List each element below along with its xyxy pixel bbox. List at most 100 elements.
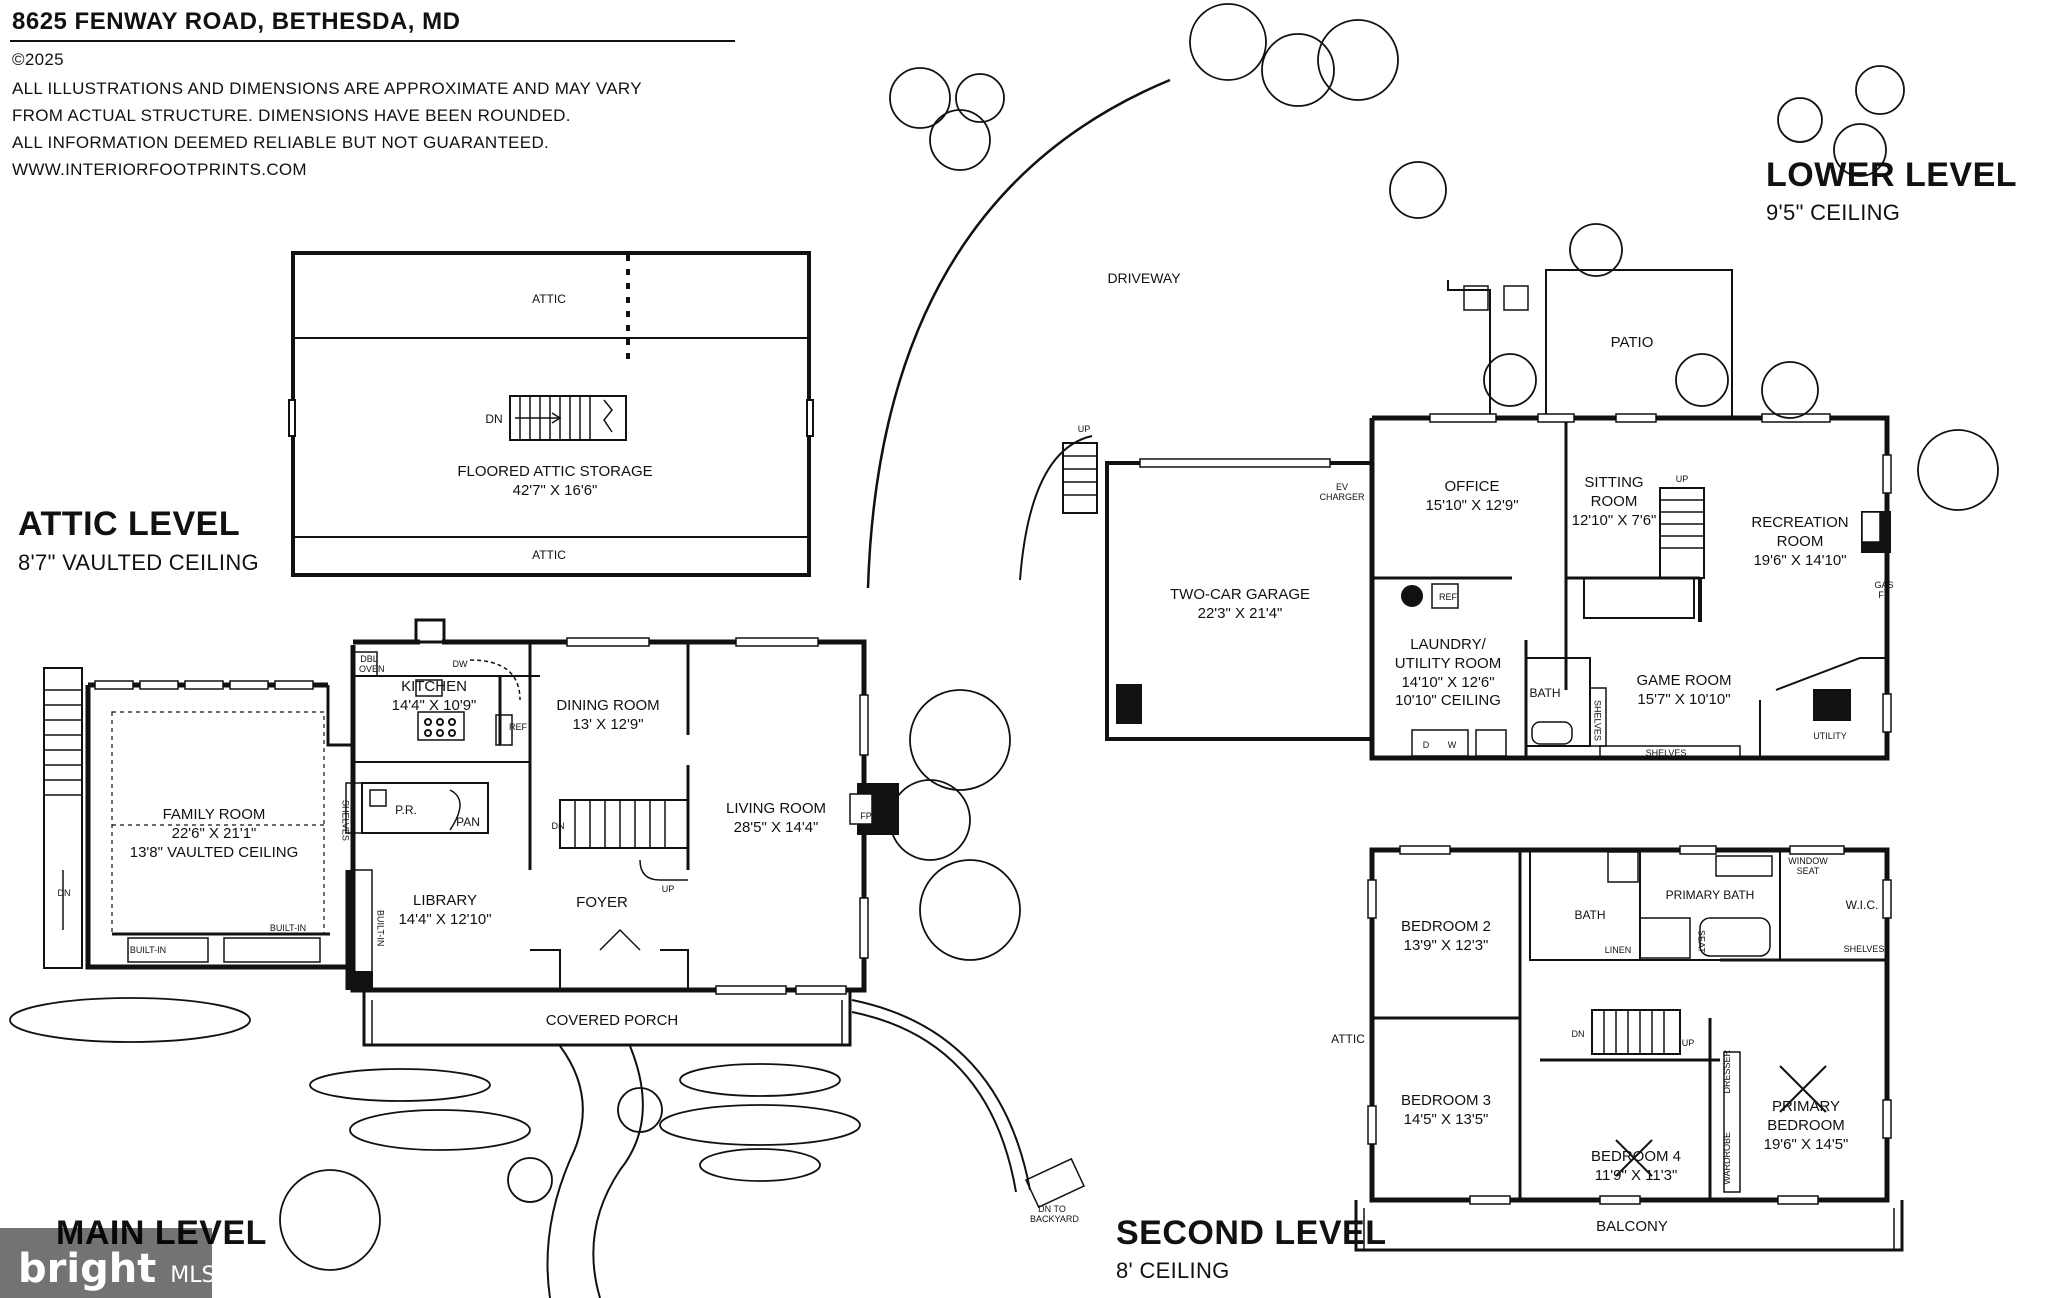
laundry-utility-room: LAUNDRY/ UTILITY ROOM 14'10" X 12'6" 10'…: [1388, 636, 1508, 711]
room-name: PRIMARY BEDROOM: [1767, 1098, 1845, 1134]
foyer-label: FOYER: [576, 894, 628, 911]
room-dimensions: 14'10" X 12'6": [1401, 673, 1495, 691]
room-name: BEDROOM 2: [1400, 918, 1492, 935]
room-name: GAME ROOM: [1636, 672, 1732, 689]
dryer-label: D: [1422, 740, 1430, 750]
library: LIBRARY 14'4" X 12'10": [398, 892, 491, 930]
room-dimensions: 22'6" X 21'1": [171, 824, 257, 842]
attic-level-ceiling: 8'7" VAULTED CEILING: [18, 550, 259, 575]
walk-in-closet-label: W.I.C.: [1845, 898, 1879, 912]
room-dimensions: 14'4" X 10'9": [391, 696, 477, 714]
room-dimensions: 42'7" X 16'6": [512, 481, 598, 499]
family-room: FAMILY ROOM 22'6" X 21'1" 13'8" VAULTED …: [130, 806, 299, 862]
bedroom-3: BEDROOM 3 14'5" X 13'5": [1401, 1092, 1491, 1130]
room-name: TWO-CAR GARAGE: [1169, 586, 1311, 603]
watermark-backdrop: [0, 1228, 212, 1298]
main-stair-up: UP: [661, 884, 675, 894]
main-stair-dn: DN: [551, 821, 565, 831]
second-shelves-label: SHELVES: [1843, 944, 1885, 954]
built-in-label-2: BUILT-IN: [269, 923, 307, 933]
bedroom-2: BEDROOM 2 13'9" X 12'3": [1401, 918, 1491, 956]
room-dimensions: 13'9" X 12'3": [1403, 936, 1489, 954]
pantry-label: PAN: [456, 815, 480, 829]
room-name: LIBRARY: [413, 892, 477, 909]
room-name: DINING ROOM: [556, 697, 660, 714]
room-dimensions: 13' X 12'9": [572, 715, 644, 733]
family-room-exterior-stair: [43, 667, 83, 969]
attic-stair: [509, 395, 627, 441]
game-room: GAME ROOM 15'7" X 10'10": [1636, 672, 1731, 710]
room-dimensions: 22'3" X 21'4": [1197, 604, 1283, 622]
room-dimensions: 11'9" X 11'3": [1594, 1166, 1678, 1184]
lower-shelves-horizontal: SHELVES: [1645, 748, 1687, 758]
window-seat-label: WINDOW SEAT: [1788, 856, 1828, 877]
room-name: OFFICE: [1444, 478, 1500, 495]
family-stair-dn: DN: [57, 888, 71, 898]
dishwasher-label: DW: [452, 659, 468, 669]
bright-mls-logo: bright MLS: [18, 1246, 215, 1292]
second-stair-dn: DN: [1571, 1029, 1585, 1039]
sitting-room: SITTING ROOM 12'10" X 7'6": [1564, 474, 1664, 530]
room-dimensions: 15'10" X 12'9": [1425, 496, 1519, 514]
room-dimensions: 19'6" X 14'5": [1763, 1135, 1849, 1153]
room-name: FLOORED ATTIC STORAGE: [457, 463, 653, 480]
ev-charger-label: EV CHARGER: [1319, 482, 1365, 503]
kitchen: KITCHEN 14'4" X 10'9": [392, 678, 477, 716]
room-dimensions: 28'5" X 14'4": [733, 818, 819, 836]
powder-room-label: P.R.: [395, 803, 417, 817]
refrigerator-label: REF: [509, 722, 527, 732]
driveway-label: DRIVEWAY: [1107, 270, 1181, 286]
room-name: SITTING ROOM: [1584, 474, 1644, 510]
linen-label: LINEN: [1604, 945, 1632, 955]
lower-ref-label: REF: [1439, 592, 1457, 602]
copyright-text: ©2025: [12, 50, 64, 69]
room-dimensions: 14'4" X 12'10": [398, 910, 492, 928]
room-dimensions: 19'6" X 14'10": [1753, 551, 1847, 569]
two-car-garage: TWO-CAR GARAGE 22'3" X 21'4": [1170, 586, 1310, 624]
room-name: FAMILY ROOM: [162, 806, 266, 823]
utility-label: UTILITY: [1813, 731, 1847, 741]
disclaimer-line-2: FROM ACTUAL STRUCTURE. DIMENSIONS HAVE B…: [12, 106, 571, 125]
primary-bedroom: PRIMARY BEDROOM 19'6" X 14'5": [1751, 1098, 1861, 1154]
disclaimer-line-3: ALL INFORMATION DEEMED RELIABLE BUT NOT …: [12, 133, 550, 152]
seat-label: SEAT: [1696, 930, 1707, 953]
shelves-label: SHELVES: [340, 800, 351, 841]
attic-level-title: ATTIC LEVEL: [18, 505, 241, 543]
room-name: KITCHEN: [401, 678, 467, 695]
double-oven-label: DBL OVEN: [359, 654, 385, 675]
attic-label-bottom: ATTIC: [532, 548, 566, 562]
header-rule: [10, 40, 735, 42]
wardrobe-label: WARDROBE: [1722, 1132, 1732, 1185]
second-stair-up: UP: [1681, 1038, 1695, 1048]
room-dimensions: 12'10" X 7'6": [1571, 511, 1657, 529]
recreation-room: RECREATION ROOM 19'6" X 14'10": [1735, 514, 1865, 570]
logo-suffix: MLS: [170, 1263, 216, 1288]
living-room: LIVING ROOM 28'5" X 14'4": [726, 800, 826, 838]
second-level-title: SECOND LEVEL: [1116, 1214, 1387, 1252]
built-in-label-3: BUILT-IN: [375, 910, 386, 947]
gas-fireplace-label: GAS FP: [1874, 580, 1894, 601]
built-in-label-1: BUILT-IN: [129, 945, 167, 955]
dresser-label: DRESSER: [1722, 1050, 1732, 1094]
washer-label: W: [1447, 740, 1457, 750]
room-name: LIVING ROOM: [725, 800, 827, 817]
lower-shelves-vertical: SHELVES: [1592, 700, 1603, 741]
room-name: BEDROOM 4: [1590, 1148, 1682, 1165]
disclaimer-line-1: ALL ILLUSTRATIONS AND DIMENSIONS ARE APP…: [12, 79, 642, 98]
attic-storage: FLOORED ATTIC STORAGE 42'7" X 16'6": [457, 463, 652, 501]
website-text: WWW.INTERIORFOOTPRINTS.COM: [12, 160, 307, 179]
lower-bath-label: BATH: [1529, 686, 1561, 700]
fireplace-label: FP: [860, 811, 872, 821]
second-level-ceiling: 8' CEILING: [1116, 1258, 1230, 1283]
dining-room: DINING ROOM 13' X 12'9": [556, 697, 659, 735]
room-ceiling: 10'10" CEILING: [1395, 692, 1501, 710]
office: OFFICE 15'10" X 12'9": [1425, 478, 1518, 516]
second-bath-label: BATH: [1574, 908, 1606, 922]
kitchen-island: [417, 711, 465, 741]
covered-porch-label: COVERED PORCH: [545, 1012, 679, 1029]
lower-level-title: LOWER LEVEL: [1766, 156, 2018, 194]
main-stair: [559, 799, 689, 849]
dn-to-backyard-label: DN TO BACKYARD: [1030, 1204, 1079, 1225]
attic-label-top: ATTIC: [532, 292, 566, 306]
